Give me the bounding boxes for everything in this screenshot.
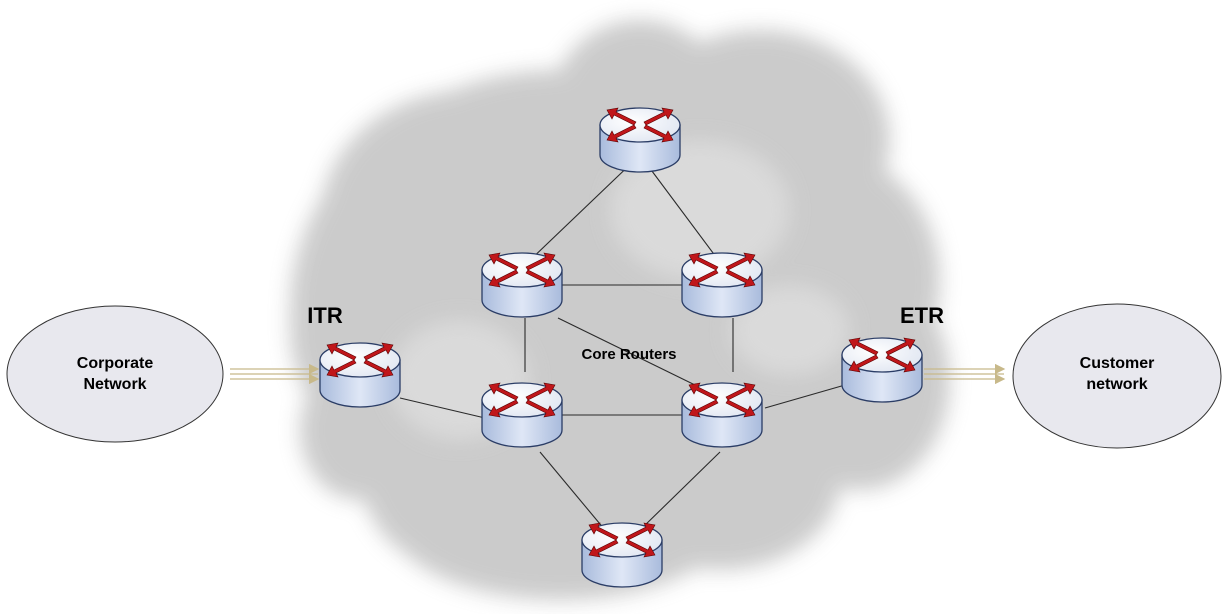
link-core-to-bottom-left [539,451,606,531]
customer-network-label-line1: Customer [1080,355,1155,372]
router-icon [481,382,563,448]
itr-label: ITR [307,303,343,328]
router-icon [319,342,401,408]
router-icon [481,252,563,318]
core-routers-label: Core Routers [581,346,676,363]
link-core-to-etr [764,384,846,409]
cloud-shape [290,20,950,600]
router-icon [841,337,923,403]
corporate-network-label-line2: Network [83,376,146,393]
link-top-to-left-core [524,154,641,266]
corporate-network-label-line1: Corporate [77,355,154,372]
corporate-network-ellipse [6,305,224,443]
network-links [399,154,846,531]
router-icon [681,252,763,318]
link-core-diagonal [557,317,696,386]
egress-flow-arrows [924,363,1006,385]
link-top-to-right-core [639,154,723,266]
customer-network-ellipse [1012,303,1222,449]
router-icon [681,382,763,448]
link-itr-to-core [399,397,486,419]
customer-network-label-line2: network [1086,376,1147,393]
etr-label: ETR [900,303,944,328]
ingress-flow-arrows [230,363,320,385]
router-icon [599,107,681,173]
link-core-to-bottom-right [639,451,721,531]
router-icon [581,522,663,588]
